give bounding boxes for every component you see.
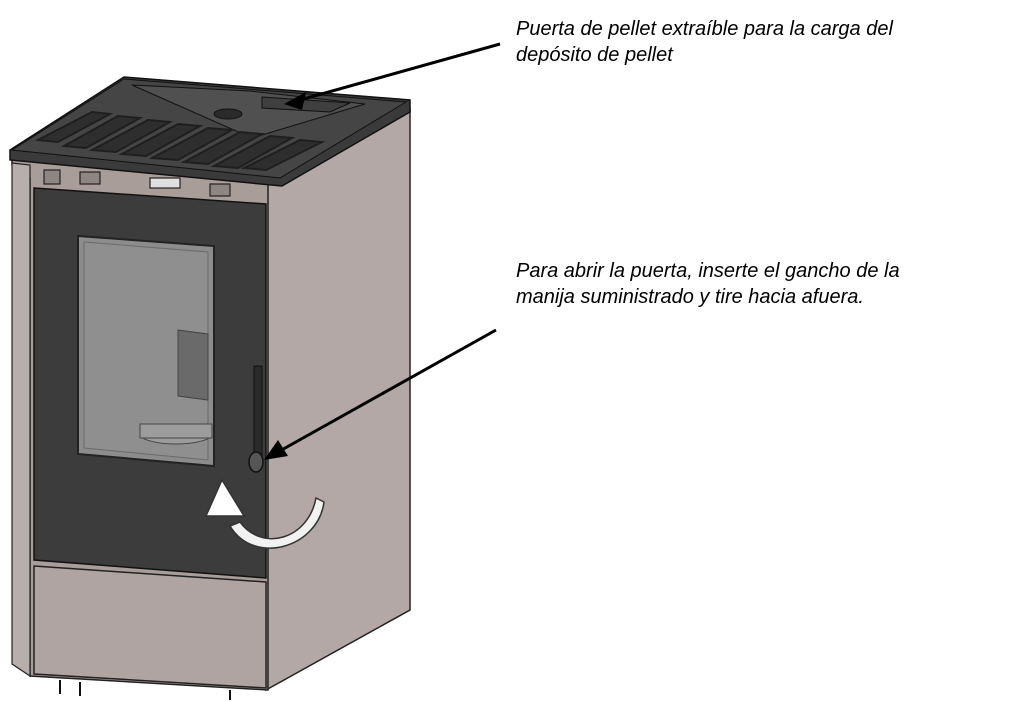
grille-slot: [34, 110, 114, 144]
pellet-lid-handle: [261, 96, 351, 113]
grille-slot: [180, 130, 266, 166]
stove-lower-panel: [33, 565, 267, 689]
bracket: [209, 183, 231, 197]
grille-slot: [210, 134, 296, 170]
callout-pellet-door-line-1: Puerta de pellet extraíble para la carga…: [516, 18, 893, 40]
top-bracket-details: [43, 169, 231, 197]
callout-pellet-door-line-2: depósito de pellet: [516, 44, 673, 66]
firebox-interior: [139, 329, 213, 445]
grille-slot: [240, 138, 326, 172]
grille-slot: [118, 122, 204, 158]
door-handle-socket: [248, 451, 264, 473]
stove-body: [9, 76, 411, 700]
stove-feet: [59, 680, 231, 700]
callout-door-opening-line-2: manija suministrado y tire hacia afuera.: [516, 286, 864, 308]
bracket: [149, 177, 181, 189]
leader-arrow-door-handle: [264, 328, 497, 460]
callout-pellet-door: Puerta de pellet extraíble para la carga…: [516, 16, 893, 68]
bracket: [79, 171, 101, 185]
grille-slot: [88, 118, 174, 154]
top-grille: [34, 110, 326, 172]
grille-slot: [60, 114, 144, 150]
callout-door-opening: Para abrir la puerta, inserte el gancho …: [516, 258, 900, 310]
firebox-burn-pot-base: [139, 423, 213, 439]
door-handle: [253, 365, 263, 459]
firebox-wall: [177, 329, 209, 401]
leader-arrow-pellet-door: [284, 42, 501, 110]
bracket: [43, 169, 61, 185]
stove-side-panel: [265, 106, 411, 692]
stove-front-left-column: [11, 162, 31, 678]
door-glass-inner: [83, 241, 209, 461]
curved-rotation-arrow-icon: [204, 478, 325, 549]
grille-slot: [148, 126, 236, 162]
pellet-lid-knob: [213, 108, 243, 120]
callout-door-opening-line-1: Para abrir la puerta, inserte el gancho …: [516, 260, 900, 282]
